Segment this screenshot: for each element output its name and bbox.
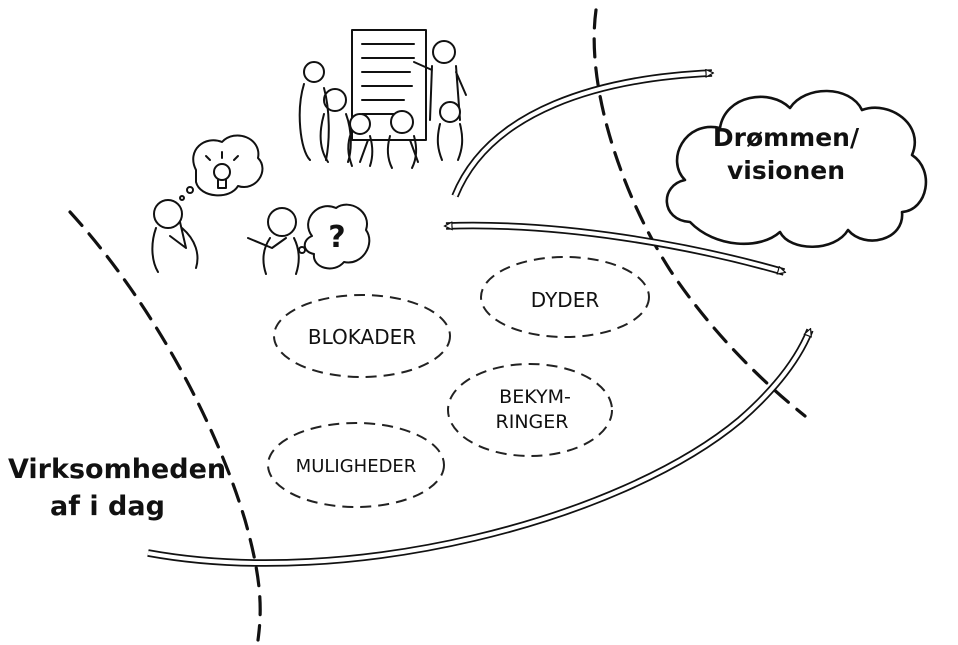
oval-label-bekymringer-2: RINGER [496,411,569,433]
lightbulb-icon [205,151,239,189]
oval-muligheder: MULIGHEDER [267,422,445,508]
cloud-text-line1: Drømmen/ [713,123,860,152]
arrow-to-dream [451,69,713,198]
oval-blokader: BLOKADER [273,294,451,378]
question-mark-icon: ? [328,220,345,255]
thinking-people-illustration [151,134,371,275]
question-thought-bubble [303,203,371,270]
oval-dyder: DYDER [480,256,650,338]
today-label-line1: Virksomheden [8,454,226,485]
dream-vision-cloud: Drømmen/ visionen [665,89,928,249]
cloud-text-line2: visionen [727,156,845,185]
oval-label-blokader: BLOKADER [308,325,416,349]
left-boundary-line [68,210,262,642]
oval-bekymringer: BEKYM- RINGER [447,363,613,457]
today-label-line2: af i dag [50,491,165,522]
flipchart-group-illustration [298,29,467,169]
oval-label-bekymringer-1: BEKYM- [499,386,571,408]
oval-label-muligheder: MULIGHEDER [296,456,417,477]
oval-label-dyder: DYDER [531,288,600,312]
